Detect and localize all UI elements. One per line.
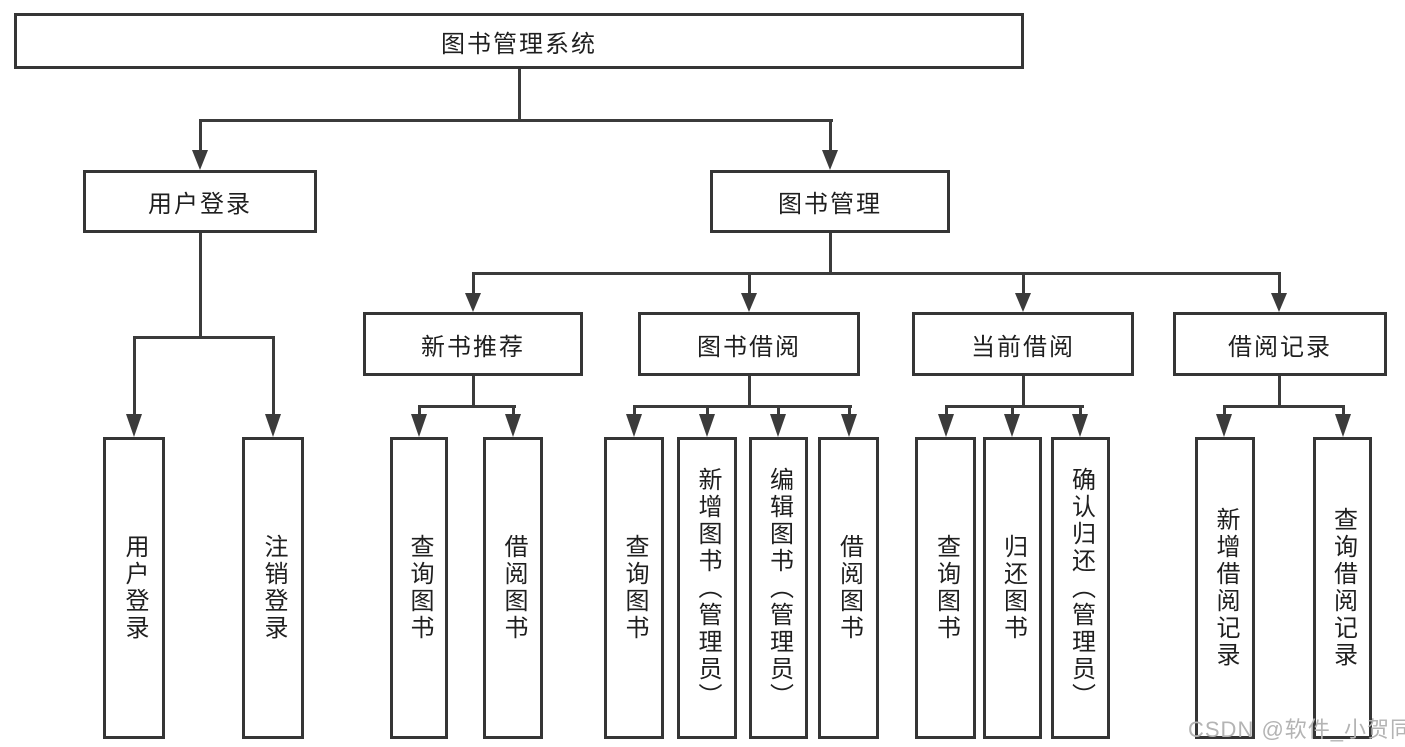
arrow-down-icon	[938, 414, 954, 437]
node-label: 确认归还（管理员）	[1067, 466, 1095, 710]
leaf-query-borrow-record: 查询借阅记录	[1313, 437, 1372, 739]
leaf-add-borrow-record: 新增借阅记录	[1195, 437, 1255, 739]
connector-line	[418, 405, 421, 417]
connector-line	[133, 336, 275, 339]
arrow-down-icon	[1015, 293, 1031, 312]
node-label: 借阅记录	[1228, 333, 1332, 361]
leaf-borrow-books-recommend: 借阅图书	[483, 437, 543, 739]
node-new-book-recommendation: 新书推荐	[363, 312, 583, 376]
connector-line	[633, 405, 852, 408]
leaf-query-books-recommend: 查询图书	[390, 437, 448, 739]
node-borrowing-records: 借阅记录	[1173, 312, 1387, 376]
node-label: 新增图书（管理员）	[694, 466, 721, 710]
arrow-down-icon	[626, 414, 642, 437]
node-label: 编辑图书（管理员）	[765, 466, 793, 710]
connector-line	[272, 336, 275, 414]
connector-line	[777, 405, 780, 417]
node-book-borrowing: 图书借阅	[638, 312, 860, 376]
node-label: 图书借阅	[697, 333, 801, 361]
connector-line	[199, 119, 202, 152]
connector-line	[829, 119, 832, 152]
connector-line	[472, 272, 1281, 275]
connector-line	[1278, 376, 1281, 408]
node-label: 查询图书	[932, 534, 960, 642]
connector-line	[133, 336, 136, 414]
connector-line	[945, 405, 948, 417]
connector-line	[706, 405, 709, 417]
leaf-edit-books-admin: 编辑图书（管理员）	[749, 437, 808, 739]
node-label: 注销登录	[260, 534, 287, 642]
node-library-management-system: 图书管理系统	[14, 13, 1024, 69]
connector-line	[472, 272, 475, 294]
leaf-borrow-books-borrowing: 借阅图书	[818, 437, 879, 739]
leaf-query-books-current: 查询图书	[915, 437, 976, 739]
arrow-down-icon	[1335, 414, 1351, 437]
node-label: 归还图书	[999, 534, 1027, 642]
node-label: 查询借阅记录	[1329, 507, 1357, 669]
arrow-down-icon	[505, 414, 521, 437]
connector-line	[1022, 376, 1025, 408]
node-label: 新书推荐	[421, 333, 525, 361]
connector-line	[633, 405, 636, 417]
arrow-down-icon	[1072, 414, 1088, 437]
node-label: 当前借阅	[971, 333, 1075, 361]
node-label: 查询图书	[621, 534, 648, 642]
node-label: 图书管理	[778, 191, 882, 218]
arrow-down-icon	[411, 414, 427, 437]
arrow-down-icon	[822, 150, 838, 170]
connector-line	[1342, 405, 1345, 417]
leaf-user-login: 用户登录	[103, 437, 165, 739]
arrow-down-icon	[265, 414, 281, 437]
arrow-down-icon	[699, 414, 715, 437]
leaf-logout: 注销登录	[242, 437, 304, 739]
connector-line	[748, 376, 751, 408]
leaf-query-books-borrowing: 查询图书	[604, 437, 664, 739]
arrow-down-icon	[1271, 293, 1287, 312]
node-label: 图书管理系统	[441, 30, 597, 58]
connector-line	[418, 405, 516, 408]
arrow-down-icon	[1216, 414, 1232, 437]
connector-line	[848, 405, 851, 417]
connector-line	[1278, 272, 1281, 294]
arrow-down-icon	[770, 414, 786, 437]
watermark: CSDN @软件_小贺同学	[1188, 717, 1405, 742]
connector-line	[1011, 405, 1014, 417]
node-current-borrowing: 当前借阅	[912, 312, 1134, 376]
leaf-confirm-return-admin: 确认归还（管理员）	[1051, 437, 1110, 739]
connector-line	[748, 272, 751, 294]
connector-line	[199, 233, 202, 339]
connector-line	[945, 405, 1084, 408]
connector-line	[1022, 272, 1025, 294]
node-label: 借阅图书	[500, 534, 527, 642]
arrow-down-icon	[465, 293, 481, 312]
arrow-down-icon	[1004, 414, 1020, 437]
arrow-down-icon	[126, 414, 142, 437]
arrow-down-icon	[741, 293, 757, 312]
connector-line	[518, 69, 521, 121]
leaf-add-books-admin: 新增图书（管理员）	[677, 437, 737, 739]
leaf-return-books: 归还图书	[983, 437, 1042, 739]
arrow-down-icon	[841, 414, 857, 437]
node-book-management: 图书管理	[710, 170, 950, 233]
node-label: 新增借阅记录	[1212, 507, 1239, 669]
node-user-login: 用户登录	[83, 170, 317, 233]
node-label: 借阅图书	[835, 534, 863, 642]
arrow-down-icon	[192, 150, 208, 170]
node-label: 用户登录	[121, 534, 148, 642]
connector-line	[1223, 405, 1226, 417]
connector-line	[829, 233, 832, 275]
connector-line	[512, 405, 515, 417]
node-label: 用户登录	[148, 191, 252, 218]
connector-line	[199, 119, 833, 122]
connector-line	[472, 376, 475, 408]
node-label: 查询图书	[406, 534, 433, 642]
connector-line	[1223, 405, 1345, 408]
connector-line	[1079, 405, 1082, 417]
